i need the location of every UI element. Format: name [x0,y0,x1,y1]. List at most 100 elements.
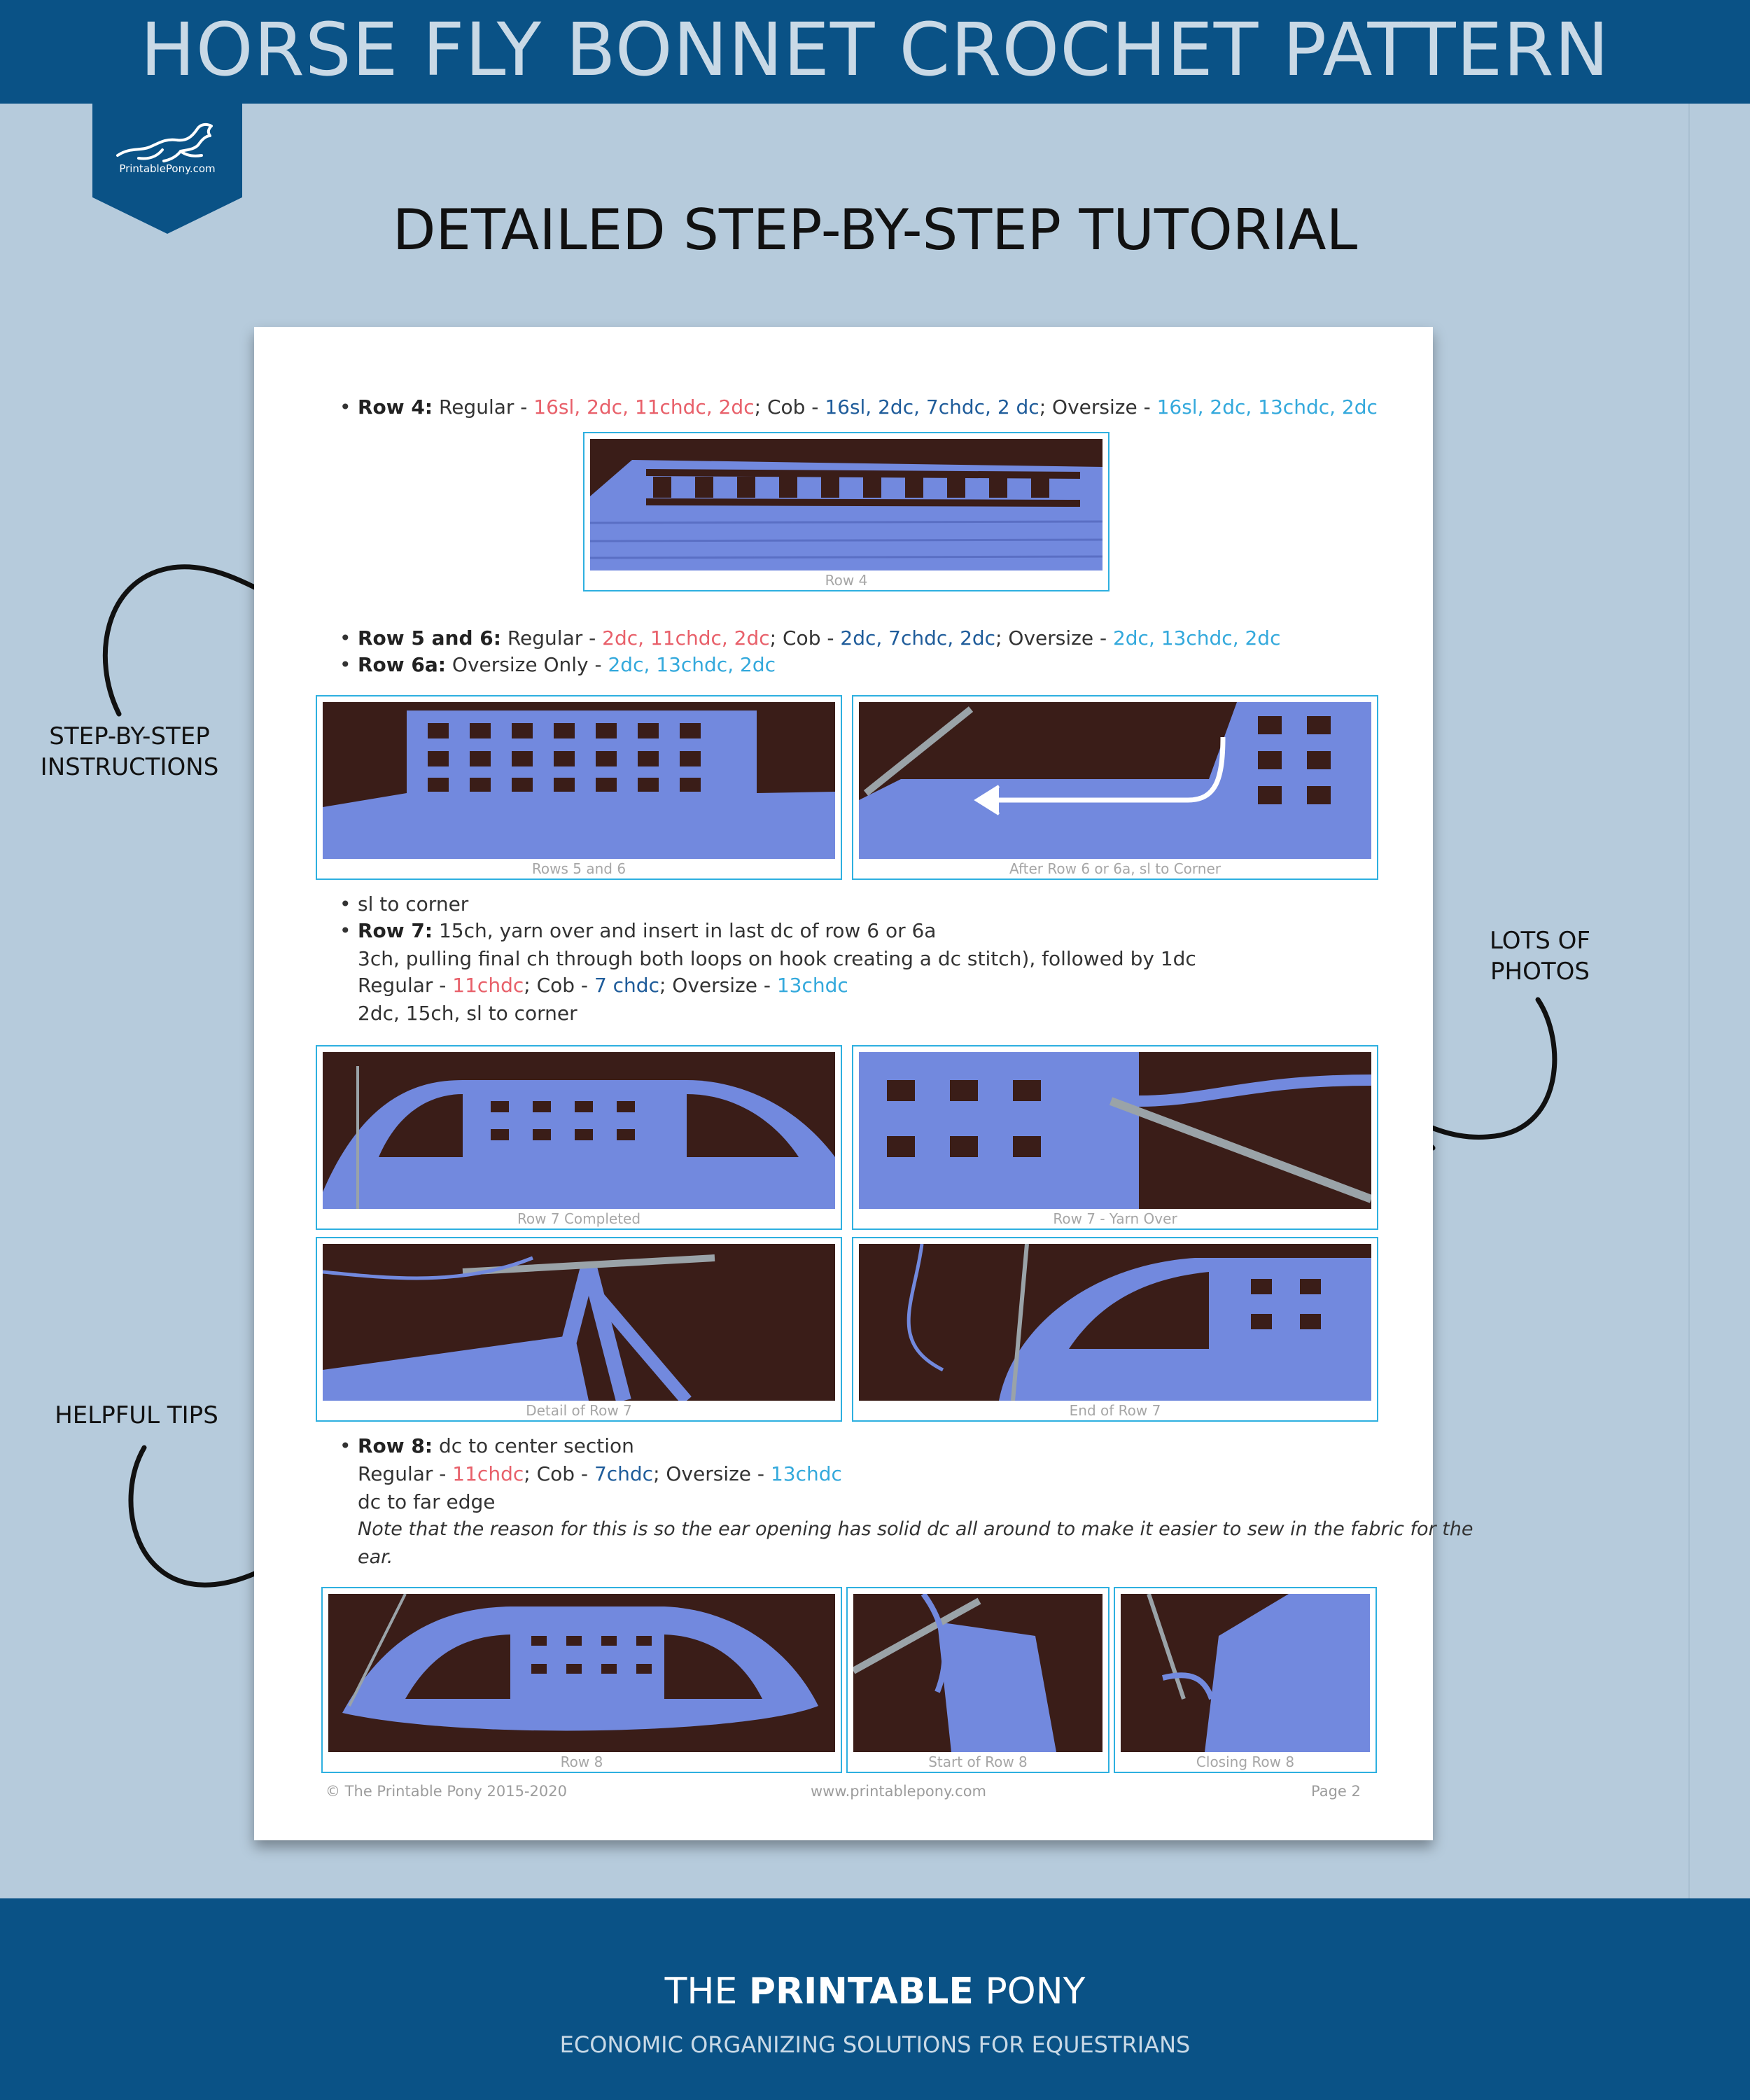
callout-photos: LOTS OF PHOTOS [1463,925,1617,987]
page-title: HORSE FLY BONNET CROCHET PATTERN [140,7,1610,92]
brand-part: PONY [973,1970,1086,2012]
size-label: Regular - [358,1462,453,1485]
brand-name: THE PRINTABLE PONY [0,1970,1750,2012]
cob-value: 2dc, 7chdc, 2dc [840,626,996,650]
website-url: www.printablepony.com [811,1783,987,1800]
size-label: ; Oversize - [659,974,777,997]
row-label: Row 4: [358,396,433,419]
photo-caption: Rows 5 and 6 [531,860,626,877]
oversize-value: 13chdc [770,1462,842,1485]
row8-note: Note that the reason for this is so the … [358,1518,1474,1540]
brand-part: THE [664,1970,749,2012]
sl-corner-instruction: sl to corner [358,892,469,916]
photo-caption: Start of Row 8 [928,1754,1028,1770]
row6a-instruction: Row 6a: Oversize Only - 2dc, 13chdc, 2dc [358,653,776,676]
photo-caption: Row 8 [560,1754,603,1770]
bullet: • [340,1434,351,1457]
copyright: © The Printable Pony 2015-2020 [326,1783,567,1800]
size-label: ; Cob - [754,396,825,419]
row7-instruction: Row 7: 15ch, yarn over and insert in las… [358,919,936,942]
callout-step-by-step: STEP-BY-STEP INSTRUCTIONS [28,721,231,783]
oversize-value: 13chdc [776,974,848,997]
row8-sizes: Regular - 11chdc; Cob - 7chdc; Oversize … [358,1462,842,1485]
photo-rows56: Rows 5 and 6 [316,695,842,880]
page-number: Page 2 [1311,1783,1361,1800]
photo-after-row6: After Row 6 or 6a, sl to Corner [852,695,1378,880]
oversize-value: 2dc, 13chdc, 2dc [1112,626,1281,650]
horse-logo-icon [116,122,213,162]
callout-line: INSTRUCTIONS [40,753,219,781]
row-label: Row 8: [358,1434,433,1457]
photo-row7-end: End of Row 7 [852,1237,1378,1422]
photo-image [853,1594,1102,1752]
photo-image [859,702,1371,859]
row8-line3: dc to far edge [358,1490,496,1513]
size-label: Oversize Only - [446,653,608,676]
callout-line: PHOTOS [1490,958,1590,986]
size-label: ; Oversize - [653,1462,771,1485]
photo-caption: End of Row 7 [1069,1402,1161,1419]
size-label: ; Cob - [524,974,594,997]
regular-value: 11chdc [452,974,524,997]
photo-image [1121,1594,1370,1752]
row8-note-end: ear. [358,1546,393,1568]
document-page: • Row 4: Regular - 16sl, 2dc, 11chdc, 2d… [254,327,1474,1840]
bullet: • [340,892,351,916]
regular-value: 16sl, 2dc, 11chdc, 2dc [533,396,755,419]
photo-caption: Row 7 - Yarn Over [1053,1210,1177,1227]
photo-image [859,1052,1371,1209]
row7-sizes: Regular - 11chdc; Cob - 7 chdc; Oversize… [358,974,848,997]
photo-caption: Detail of Row 7 [526,1402,632,1419]
row7-line4: 2dc, 15ch, sl to corner [358,1002,578,1025]
top-banner: HORSE FLY BONNET CROCHET PATTERN [0,0,1750,104]
photo-image [323,1244,835,1401]
row8-instruction: Row 8: dc to center section [358,1434,634,1457]
row-label: Row 6a: [358,653,446,676]
subtitle: DETAILED STEP-BY-STEP TUTORIAL [392,197,1358,262]
callout-line: LOTS OF [1490,927,1590,955]
bullet: • [340,396,351,419]
cob-value: 16sl, 2dc, 7chdc, 2 dc [825,396,1040,419]
bullet: • [340,919,351,942]
photo-caption: Row 4 [825,572,868,589]
divider [1688,104,1690,1898]
bullet: • [340,626,351,650]
photo-row8: Row 8 [321,1587,842,1773]
oversize-value: 2dc, 13chdc, 2dc [608,653,776,676]
row-text: dc to center section [433,1434,634,1457]
size-label: Regular - [500,626,603,650]
brand-part-bold: PRINTABLE [748,1970,974,2012]
row-label: Row 7: [358,919,433,942]
size-label: ; Cob - [769,626,841,650]
cob-value: 7 chdc [594,974,659,997]
photo-image [859,1244,1371,1401]
callout-line: STEP-BY-STEP [49,722,210,750]
photo-caption: Row 7 Completed [517,1210,641,1227]
photo-caption: After Row 6 or 6a, sl to Corner [1009,860,1221,877]
photo-row4: Row 4 [583,432,1110,592]
row4-instruction: Row 4: Regular - 16sl, 2dc, 11chdc, 2dc;… [358,396,1378,419]
photo-image [328,1594,835,1752]
row-text: 15ch, yarn over and insert in last dc of… [433,919,937,942]
oversize-value: 16sl, 2dc, 13chdc, 2dc [1156,396,1378,419]
bottom-banner [0,1898,1750,2100]
size-label: Regular - [358,974,453,997]
bullet: • [340,653,351,676]
size-label: ; Oversize - [995,626,1113,650]
regular-value: 11chdc [452,1462,524,1485]
size-label: ; Oversize - [1039,396,1157,419]
size-label: ; Cob - [524,1462,594,1485]
size-label: Regular - [439,396,534,419]
cob-value: 7chdc [594,1462,654,1485]
photo-closing-row8: Closing Row 8 [1114,1587,1377,1773]
photo-caption: Closing Row 8 [1196,1754,1295,1770]
callout-helpful-tips: HELPFUL TIPS [55,1401,218,1429]
row7-line2: 3ch, pulling final ch through both loops… [358,947,1196,970]
photo-image [590,439,1102,570]
photo-row7-completed: Row 7 Completed [316,1045,842,1230]
photo-row7-yarn-over: Row 7 - Yarn Over [852,1045,1378,1230]
row56-instruction: Row 5 and 6: Regular - 2dc, 11chdc, 2dc;… [358,626,1280,650]
photo-image [323,1052,835,1209]
photo-start-row8: Start of Row 8 [846,1587,1110,1773]
photo-image [323,702,835,859]
